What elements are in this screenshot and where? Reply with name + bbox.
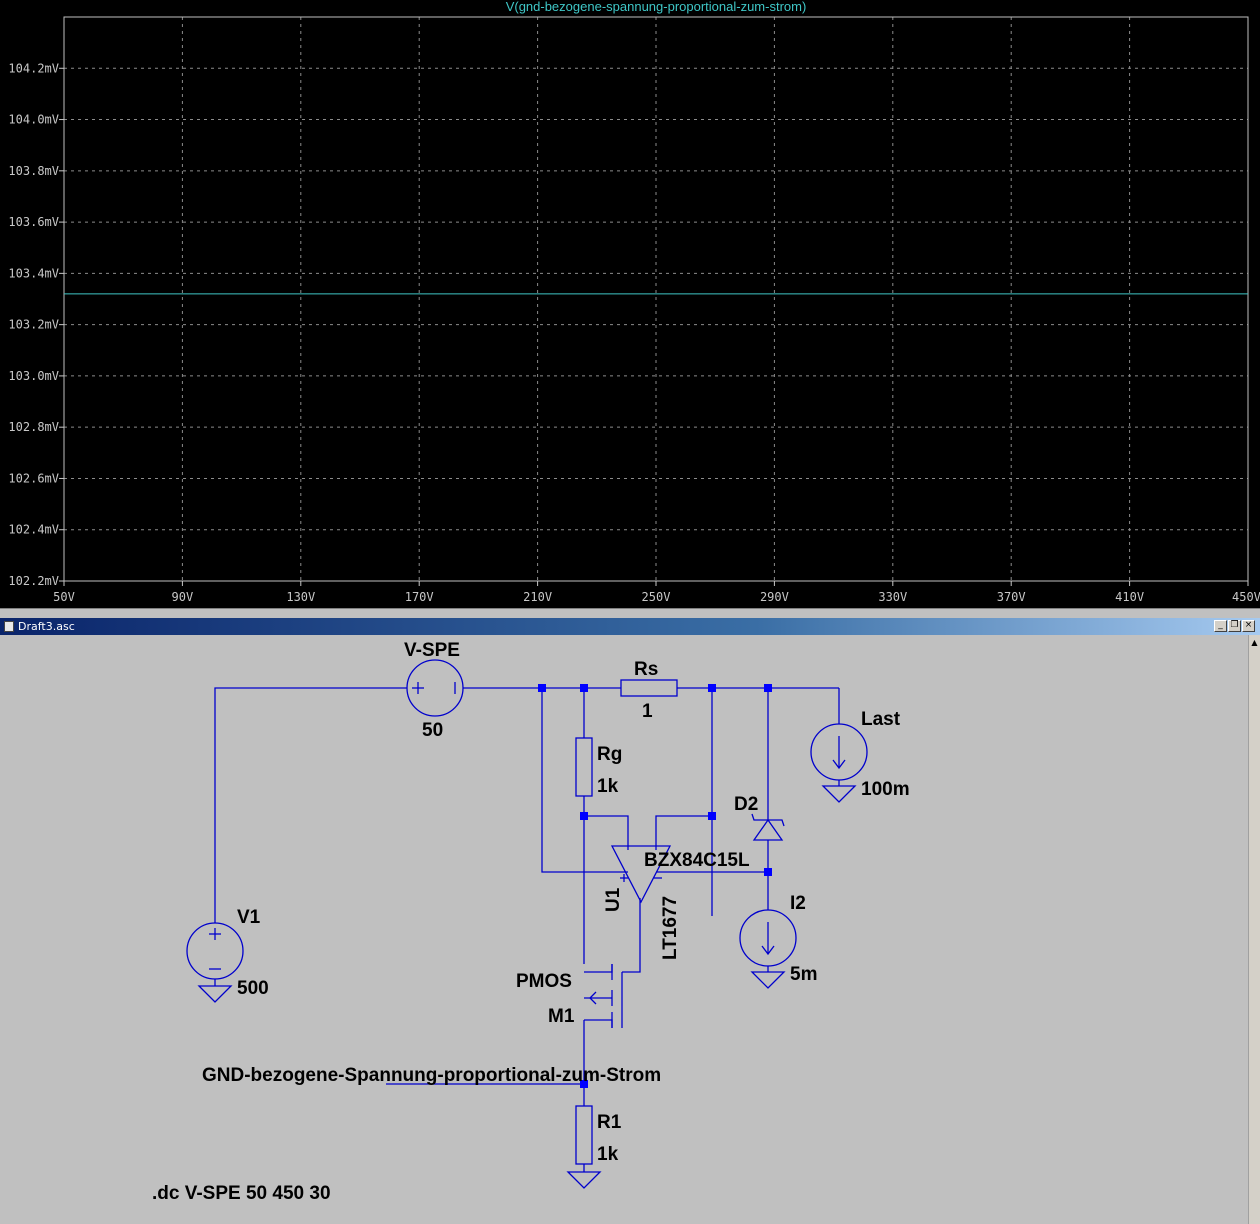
ground-icon <box>197 985 233 1003</box>
y-axis-ticks: 102.2mV 102.4mV 102.6mV 102.8mV 103.0mV 103.2… <box>8 61 64 588</box>
junction-dot <box>538 684 546 692</box>
m1-type[interactable]: PMOS <box>516 971 572 992</box>
last-value[interactable]: 100m <box>861 779 910 800</box>
r1-resistor[interactable] <box>575 1105 593 1165</box>
u1-opamp[interactable] <box>610 845 672 904</box>
rg-name[interactable]: Rg <box>597 744 622 765</box>
vspe-value[interactable]: 50 <box>422 720 443 741</box>
minimize-button[interactable]: _ <box>1214 620 1227 632</box>
y-tick-label: 102.4mV <box>8 523 59 537</box>
trace-label[interactable]: V(gnd-bezogene-spannung-proportional-zum… <box>506 0 807 14</box>
y-tick-label: 103.4mV <box>8 266 59 280</box>
x-tick-label: 130V <box>286 590 315 604</box>
y-tick-label: 103.6mV <box>8 215 59 229</box>
x-tick-label: 370V <box>997 590 1026 604</box>
wire-opamp-plus <box>541 688 628 873</box>
ground-symbols <box>197 785 857 1189</box>
pane-splitter[interactable] <box>0 608 1260 618</box>
ground-icon <box>566 1171 602 1189</box>
m1-pmos[interactable] <box>584 964 623 1028</box>
schematic-window-titlebar[interactable]: Draft3.asc _ ❐ × <box>0 618 1260 635</box>
junction-dot <box>580 1080 588 1088</box>
m1-name[interactable]: M1 <box>548 1006 575 1027</box>
x-tick-label: 50V <box>53 590 75 604</box>
d2-zener-diode[interactable] <box>751 813 785 841</box>
y-tick-label: 102.6mV <box>8 471 59 485</box>
x-tick-label: 90V <box>172 590 194 604</box>
net-label[interactable]: GND-bezogene-Spannung-proportional-zum-S… <box>202 1065 661 1086</box>
junction-dot <box>764 684 772 692</box>
d2-name[interactable]: D2 <box>734 794 758 815</box>
r1-value[interactable]: 1k <box>597 1144 619 1165</box>
ground-icon <box>821 785 857 803</box>
wire-pmos-source <box>584 1019 613 1028</box>
x-tick-label: 410V <box>1115 590 1144 604</box>
rg-resistor[interactable] <box>575 737 593 797</box>
i2-value[interactable]: 5m <box>790 964 817 985</box>
d2-value[interactable]: BZX84C15L <box>644 850 750 871</box>
junction-dot <box>708 684 716 692</box>
schematic-drawing[interactable]: V-SPE 50 Rs 1 Last 100m Rg 1k D2 BZX84C1… <box>0 635 1248 1224</box>
y-tick-label: 103.8mV <box>8 164 59 178</box>
r1-name[interactable]: R1 <box>597 1112 622 1133</box>
x-tick-label: 450V <box>1232 590 1260 604</box>
i2-name[interactable]: I2 <box>790 893 806 914</box>
wire-left-rail <box>214 687 407 923</box>
y-tick-label: 104.2mV <box>8 61 59 75</box>
schematic-canvas[interactable]: V-SPE 50 Rs 1 Last 100m Rg 1k D2 BZX84C1… <box>0 635 1260 1224</box>
y-tick-label: 103.2mV <box>8 318 59 332</box>
ground-icon <box>750 971 786 989</box>
waveform-plot-pane[interactable]: 102.2mV 102.4mV 102.6mV 102.8mV 103.0mV 103.2… <box>0 0 1260 608</box>
close-button[interactable]: × <box>1242 620 1255 632</box>
wire-opamp-gate <box>622 898 641 973</box>
x-tick-label: 170V <box>405 590 434 604</box>
document-icon <box>4 621 14 632</box>
y-tick-label: 102.2mV <box>8 574 59 588</box>
y-tick-label: 102.8mV <box>8 420 59 434</box>
rs-name[interactable]: Rs <box>634 659 658 680</box>
v1-source[interactable] <box>186 922 244 980</box>
x-tick-label: 210V <box>523 590 552 604</box>
i2-current-source[interactable] <box>739 909 797 967</box>
v1-value[interactable]: 500 <box>237 978 269 999</box>
wire-rg-opamp <box>584 815 629 850</box>
junctions <box>538 684 772 1088</box>
restore-button[interactable]: ❐ <box>1228 620 1241 632</box>
x-tick-label: 250V <box>642 590 671 604</box>
wire-sense-opamp <box>655 815 712 850</box>
last-name[interactable]: Last <box>861 709 901 730</box>
wire-pmos-drain <box>584 964 613 973</box>
junction-dot <box>764 868 772 876</box>
x-tick-label: 290V <box>760 590 789 604</box>
spice-directive[interactable]: .dc V-SPE 50 450 30 <box>152 1183 331 1204</box>
x-tick-label: 330V <box>878 590 907 604</box>
u1-value[interactable]: LT1677 <box>660 896 681 960</box>
last-current-source[interactable] <box>810 723 868 781</box>
vspe-source[interactable] <box>406 659 464 717</box>
wires <box>214 687 840 1172</box>
rg-value[interactable]: 1k <box>597 776 619 797</box>
vspe-name[interactable]: V-SPE <box>404 640 460 661</box>
rs-value[interactable]: 1 <box>642 701 653 722</box>
rs-resistor[interactable] <box>620 679 678 697</box>
junction-dot <box>708 812 716 820</box>
junction-dot <box>580 812 588 820</box>
y-tick-label: 103.0mV <box>8 369 59 383</box>
window-title: Draft3.asc <box>18 620 75 633</box>
y-tick-label: 104.0mV <box>8 113 59 127</box>
scroll-up-arrow-icon[interactable]: ▲ <box>1251 638 1258 647</box>
vertical-scrollbar[interactable]: ▲ <box>1248 635 1260 1224</box>
v1-name[interactable]: V1 <box>237 907 261 928</box>
waveform-plot[interactable]: 102.2mV 102.4mV 102.6mV 102.8mV 103.0mV 103.2… <box>0 0 1260 608</box>
x-axis-ticks: 50V 90V 130V 170V 210V 250V 290V 330V 370V 410V 45… <box>53 581 1260 604</box>
junction-dot <box>580 684 588 692</box>
plot-grid <box>64 17 1248 582</box>
u1-name[interactable]: U1 <box>603 887 624 912</box>
